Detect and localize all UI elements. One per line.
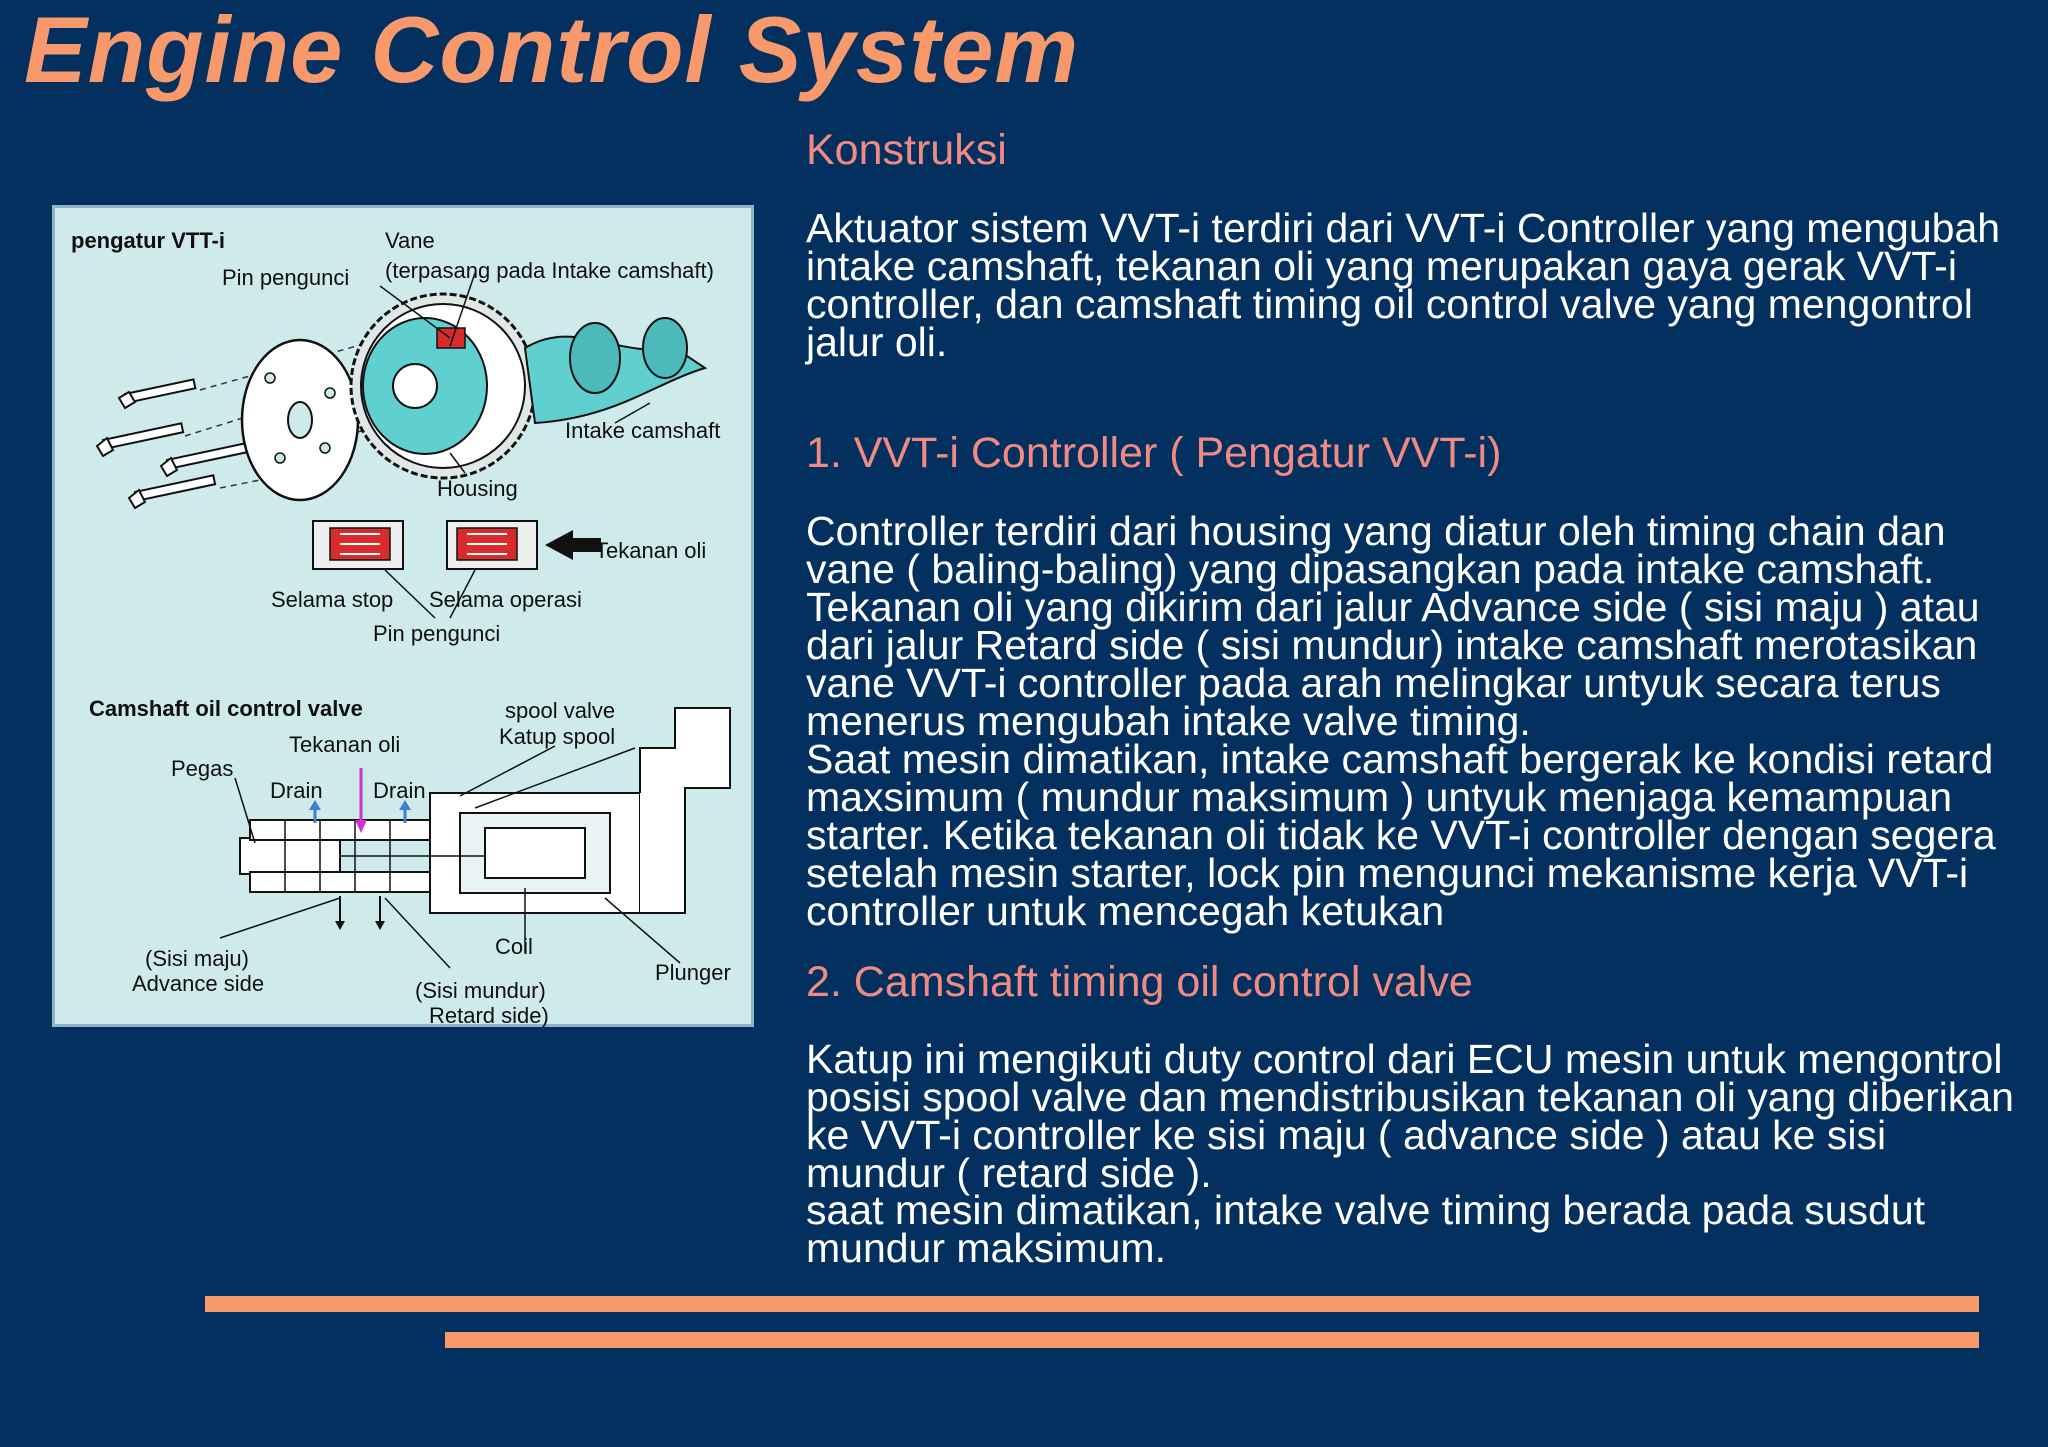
lock-pin-top-label: Pin pengunci [222, 265, 350, 290]
drain-left-label: Drain [270, 778, 323, 803]
oil-pressure-top-label: Tekanan oli [595, 538, 707, 563]
valve-timing-paragraph: saat mesin dimatikan, intake valve timin… [806, 1187, 1926, 1271]
lock-pin-bottom-label: Pin pengunci [373, 621, 501, 646]
vvt-controller-paragraph: Controller terdiri dari housing yang dia… [806, 508, 1980, 744]
plunger-label: Plunger [655, 960, 731, 985]
drain-right-label: Drain [373, 778, 426, 803]
retard-side-id-label: (Sisi mundur) [415, 978, 546, 1003]
slide-title: Engine Control System [24, 0, 1080, 102]
spool-valve-label: spool valve [505, 698, 616, 723]
construction-subheading: Konstruksi [806, 126, 1007, 174]
spring-label: Pegas [171, 756, 234, 781]
coil-label: Coil [495, 934, 533, 959]
vvt-diagram: pengatur VTT-i Vane (terpasang pada Inta… [52, 205, 754, 1028]
vvt-controller-title: pengatur VTT-i [71, 228, 225, 253]
spool-katup-label: Katup spool [499, 724, 616, 749]
advance-side-label: Advance side [132, 971, 265, 996]
housing-label: Housing [437, 476, 518, 501]
accent-bar-bottom [445, 1332, 1979, 1348]
vane-note-label: (terpasang pada Intake camshaft) [385, 258, 714, 283]
intro-paragraph: Aktuator sistem VVT-i terdiri dari VVT-i… [806, 205, 2001, 365]
operation-label: Selama operasi [429, 587, 582, 612]
stop-label: Selama stop [271, 587, 394, 612]
accent-bar-top [205, 1296, 1979, 1312]
retard-side-label: Retard side) [429, 1003, 549, 1028]
oil-control-valve-heading: 2. Camshaft timing oil control valve [806, 958, 1473, 1006]
vane-label: Vane [385, 228, 435, 253]
advance-side-id-label: (Sisi maju) [145, 946, 249, 971]
oil-control-valve-title: Camshaft oil control valve [89, 696, 363, 721]
intake-camshaft-label: Intake camshaft [565, 418, 721, 443]
vvt-controller-heading: 1. VVT-i Controller ( Pengatur VVT-i) [806, 429, 1502, 477]
oil-control-valve-paragraph: Katup ini mengikuti duty control dari EC… [806, 1036, 2014, 1196]
vvt-illustration [95, 272, 731, 969]
oil-pressure-label: Tekanan oli [289, 732, 401, 757]
shutdown-paragraph: Saat mesin dimatikan, intake camshaft be… [806, 736, 1996, 934]
